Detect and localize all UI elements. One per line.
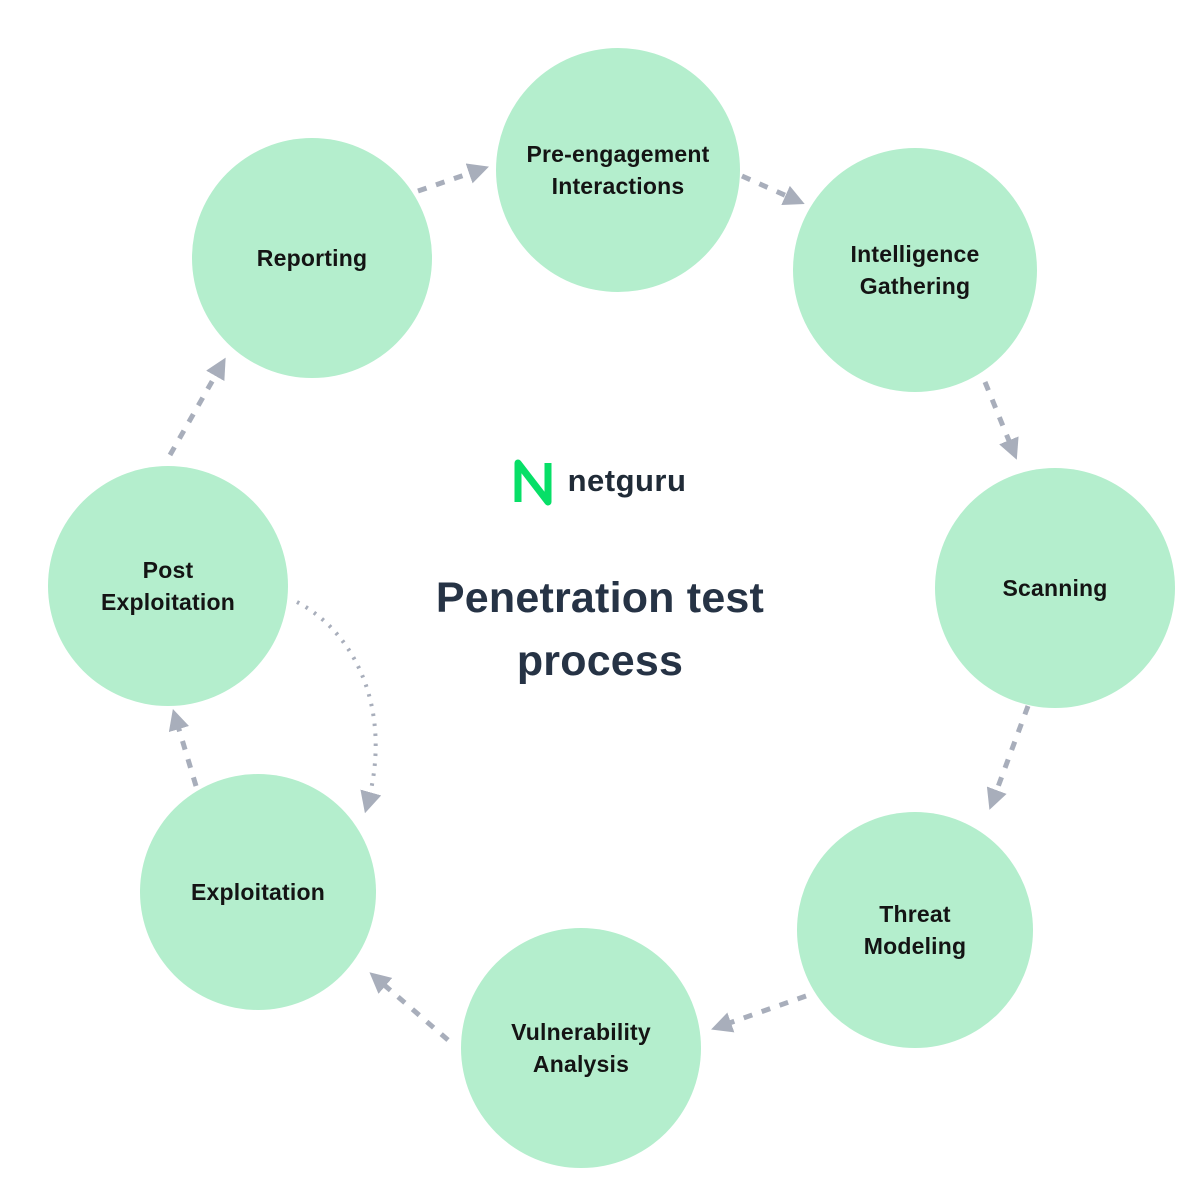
netguru-logo: netguru [340,455,860,507]
stage-post-exploitation: Post Exploitation [48,466,288,706]
arrow-scanning-to-threat-modeling [986,705,1031,810]
stage-label-line: Intelligence [850,241,980,267]
stage-label: Scanning [1002,572,1107,604]
diagram-title: Penetration test process [340,567,860,693]
arrow-threat-modeling-to-vulnerability [711,993,807,1033]
netguru-n-icon [514,459,552,506]
stage-vulnerability-analysis: Vulnerability Analysis [461,928,701,1168]
arrow-vulnerability-to-exploitation [369,972,450,1042]
stage-label: Vulnerability Analysis [511,1016,651,1080]
netguru-logo-text: netguru [567,463,687,498]
stage-label-line: Exploitation [100,589,235,615]
diagram-center: netguru Penetration test process [340,455,860,693]
stage-scanning: Scanning [935,468,1175,708]
stage-label-line: Modeling [863,933,967,959]
arrow-pre-engagement-to-intelligence [740,173,805,206]
stage-pre-engagement-interactions: Pre-engagement Interactions [496,48,740,292]
diagram-title-line: Penetration test [435,574,765,622]
stage-label-line: Scanning [1002,575,1108,601]
stage-label: Exploitation [191,876,325,908]
stage-label: Reporting [257,242,367,274]
stage-label: Post Exploitation [101,554,235,618]
stage-label-line: Vulnerability [511,1019,651,1045]
stage-reporting: Reporting [192,138,432,378]
stage-intelligence-gathering: Intelligence Gathering [793,148,1037,392]
stage-label-line: Interactions [551,173,685,199]
arrow-post-exploitation-to-reporting [167,357,226,457]
stage-label-line: Pre-engagement [526,141,710,167]
stage-label-line: Post [142,557,194,583]
stage-label-line: Gathering [859,273,971,299]
stage-threat-modeling: Threat Modeling [797,812,1033,1048]
arrow-reporting-to-pre-engagement [417,163,489,194]
stage-exploitation: Exploitation [140,774,376,1010]
stage-label: Intelligence Gathering [851,238,980,302]
stage-label-line: Exploitation [190,879,325,905]
diagram-title-line: process [516,637,684,685]
stage-label: Pre-engagement Interactions [526,138,709,202]
stage-label-line: Threat [879,901,951,927]
stage-label: Threat Modeling [864,898,967,962]
stage-label-line: Analysis [532,1051,630,1077]
arrow-intelligence-to-scanning [982,381,1019,460]
stage-label-line: Reporting [256,245,368,271]
arrow-exploitation-to-post-exploitation [168,708,199,787]
